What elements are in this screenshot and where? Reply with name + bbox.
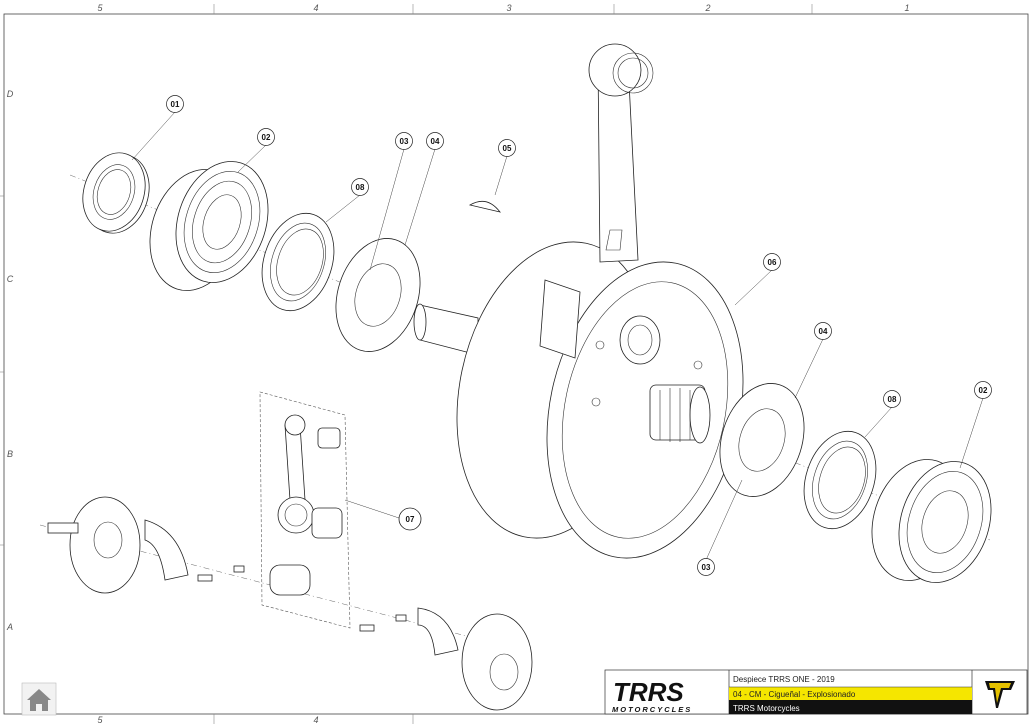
svg-text:03: 03: [400, 137, 409, 146]
zone-row-d: D: [7, 89, 14, 99]
svg-text:01: 01: [171, 100, 180, 109]
title-highlight-row: [729, 687, 972, 700]
title-line-model: Despiece TRRS ONE - 2019: [733, 675, 835, 684]
trrs-logo-tagline: MOTORCYCLES: [612, 705, 692, 714]
zone-col-2: 2: [704, 3, 710, 13]
shim-washers-left-part: [335, 238, 421, 352]
callout-01: 01: [166, 95, 184, 113]
svg-text:04: 04: [431, 137, 440, 146]
zone-col-5: 5: [97, 3, 103, 13]
trrs-logo-text: TRRS: [613, 677, 684, 707]
svg-text:02: 02: [979, 386, 988, 395]
zone-row-c: C: [7, 274, 14, 284]
leader-lines: [131, 111, 984, 561]
callout-07: 07: [398, 507, 422, 531]
callout-08-right: 08: [883, 390, 901, 408]
callout-05: 05: [498, 139, 516, 157]
zone-col-1: 1: [904, 3, 909, 13]
title-block: [604, 669, 1028, 715]
half-crank-right-detail: [359, 607, 533, 711]
half-crank-left-detail: [47, 496, 245, 594]
woodruff-key-part: [468, 200, 501, 213]
oil-seal-part: [82, 152, 150, 234]
home-button[interactable]: [21, 682, 57, 716]
zone-col-4-bottom: 4: [313, 715, 318, 725]
spacer-ring-left-part: [261, 212, 335, 312]
home-icon: [27, 689, 51, 711]
spacer-ring-right-part: [803, 430, 877, 530]
title-line-company: TRRS Motorcycles: [733, 704, 800, 713]
zone-row-a: A: [6, 622, 13, 632]
zone-col-4: 4: [313, 3, 318, 13]
svg-text:08: 08: [356, 183, 365, 192]
callout-03-left: 03: [395, 132, 413, 150]
title-dark-row: [729, 700, 972, 714]
svg-text:02: 02: [262, 133, 271, 142]
main-bearing-right-part: [871, 459, 992, 583]
callout-06: 06: [763, 253, 781, 271]
conrod-kit-detail: [259, 391, 351, 629]
zone-row-b: B: [7, 449, 13, 459]
callout-02-left: 02: [257, 128, 275, 146]
zone-col-3: 3: [506, 3, 511, 13]
svg-text:06: 06: [768, 258, 777, 267]
callout-03-right: 03: [697, 558, 715, 576]
svg-text:08: 08: [888, 395, 897, 404]
callout-04-right: 04: [814, 322, 832, 340]
svg-text:07: 07: [406, 515, 415, 524]
svg-text:04: 04: [819, 327, 828, 336]
svg-text:03: 03: [702, 563, 711, 572]
zone-ticks: [0, 4, 813, 724]
crankshaft-assembly-part: [413, 43, 744, 559]
trrs-t-emblem-icon: [982, 676, 1018, 710]
zone-col-5-bottom: 5: [97, 715, 103, 725]
sheet-border: [3, 13, 1029, 715]
main-bearing-left-part: [149, 161, 269, 291]
svg-text:05: 05: [503, 144, 512, 153]
callout-02-right: 02: [974, 381, 992, 399]
shim-washers-right-part: [719, 383, 805, 497]
title-line-section: 04 - CM - Cigueñal - Explosionado: [733, 690, 856, 699]
callout-04-left: 04: [426, 132, 444, 150]
callout-08-left: 08: [351, 178, 369, 196]
